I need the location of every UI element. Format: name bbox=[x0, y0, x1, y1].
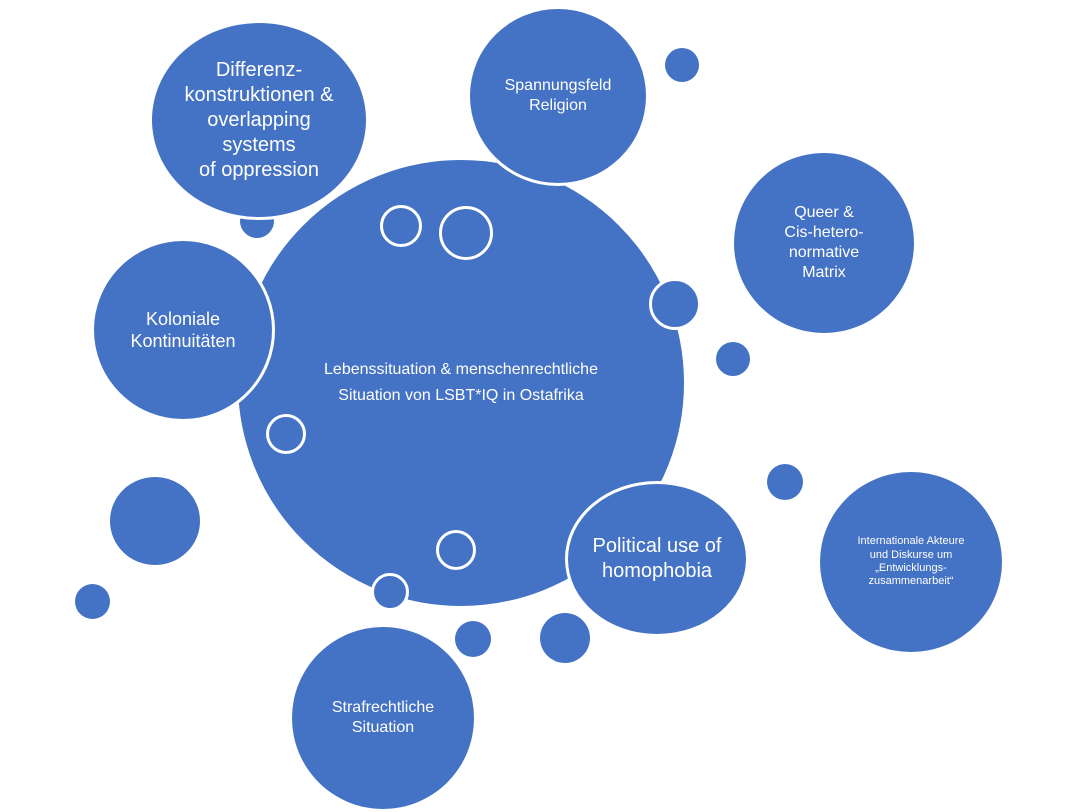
decorative-ring bbox=[380, 205, 422, 247]
decorative-dot bbox=[665, 48, 699, 82]
topic-bubble-internationale-akteure: Internationale Akteure und Diskurse um „… bbox=[820, 472, 1002, 652]
topic-bubble-koloniale-kontinuitaeten: Koloniale Kontinuitäten bbox=[91, 238, 275, 422]
decorative-dot bbox=[455, 621, 491, 657]
decorative-dot bbox=[75, 584, 110, 619]
decorative-ring bbox=[266, 414, 306, 454]
decorative-dot bbox=[540, 613, 590, 663]
topic-bubble-queer-matrix: Queer & Cis-hetero- normative Matrix bbox=[734, 153, 914, 333]
decorative-dot bbox=[371, 573, 409, 611]
decorative-dot bbox=[767, 464, 803, 500]
decorative-dot bbox=[110, 477, 200, 565]
decorative-ring bbox=[436, 530, 476, 570]
decorative-ring bbox=[439, 206, 493, 260]
topic-bubble-religion: Spannungsfeld Religion bbox=[467, 6, 649, 186]
topic-bubble-differenzkonstruktionen: Differenz- konstruktionen & overlapping … bbox=[149, 20, 369, 220]
topic-bubble-political-homophobia: Political use of homophobia bbox=[565, 481, 749, 637]
decorative-dot bbox=[649, 278, 701, 330]
topic-bubble-strafrechtliche-situation: Strafrechtliche Situation bbox=[292, 627, 474, 809]
decorative-dot bbox=[716, 342, 750, 376]
